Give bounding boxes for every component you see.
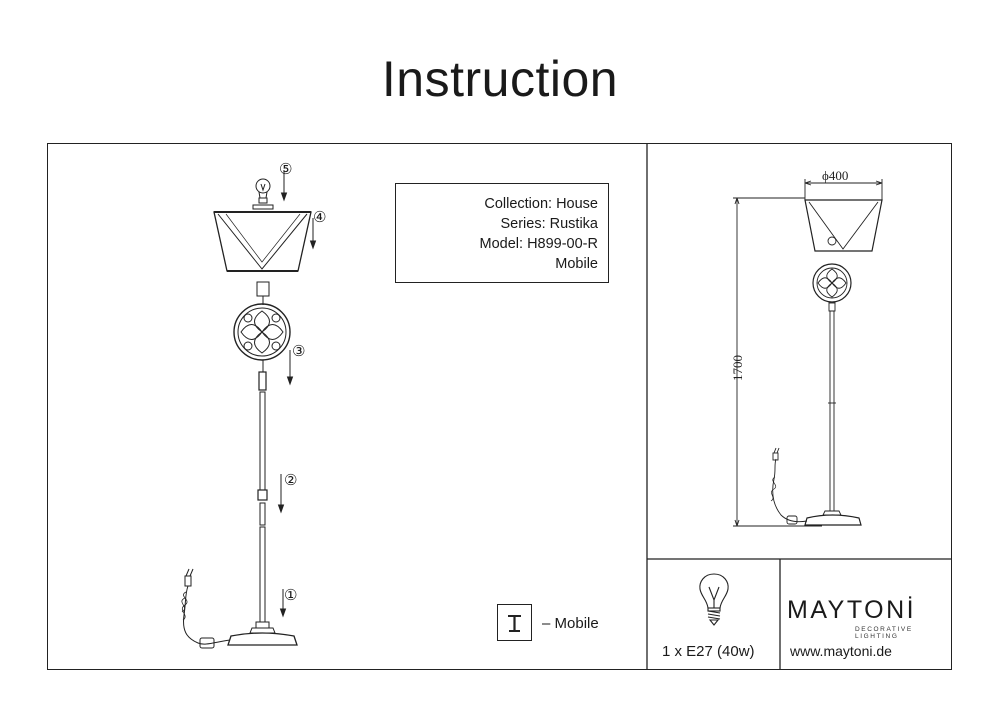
step-number-2: ② — [284, 471, 298, 489]
type-label: Mobile — [555, 256, 598, 272]
product-info-box: Collection: House Series: Rustika Model:… — [395, 183, 609, 283]
height-label: 1700 — [730, 355, 745, 381]
mobile-lamp-icon — [497, 604, 532, 641]
lightbulb-icon — [699, 573, 729, 626]
brand-name: MAYTONİ — [787, 596, 917, 624]
bulb-part-icon — [255, 178, 271, 204]
website-link[interactable]: www.maytoni.de — [790, 643, 892, 659]
model-label: Model: H899-00-R — [479, 236, 598, 252]
ornament-disk-part — [233, 303, 291, 361]
brand-tagline: DECORATIVE LIGHTING — [855, 626, 913, 640]
bulb-spec: 1 x E27 (40w) — [662, 643, 755, 660]
step-number-1: ① — [284, 586, 298, 604]
page-title: Instruction — [381, 51, 619, 107]
collection-label: Collection: House — [484, 196, 598, 212]
step-number-4: ④ — [313, 208, 327, 226]
mobile-legend-label: – Mobile — [542, 615, 599, 632]
instruction-frame — [47, 143, 952, 670]
series-label: Series: Rustika — [500, 216, 598, 232]
diameter-label: ϕ400 — [822, 168, 848, 183]
assembly-drawing — [181, 170, 317, 649]
brand-logo: MAYTONİ DECORATIVE LIGHTING — [787, 596, 947, 640]
step-number-5: ⑤ — [279, 160, 293, 178]
dimension-drawing: ϕ400 1700 — [730, 168, 883, 527]
lamp-shade-part — [213, 211, 312, 272]
step-number-3: ③ — [292, 342, 306, 360]
